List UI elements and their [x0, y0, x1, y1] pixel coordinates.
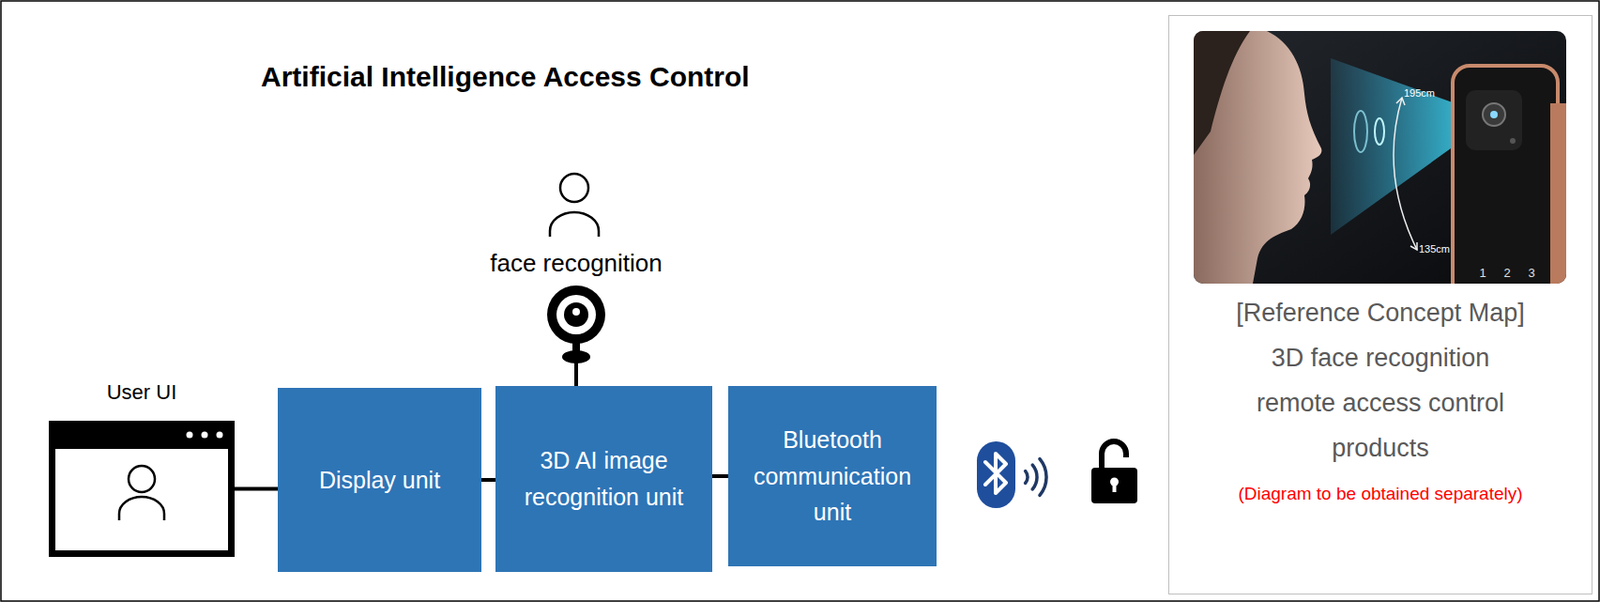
caption-text: 3D face recognition remote access contro…	[1239, 335, 1522, 471]
keypad-digit: 1	[1475, 265, 1491, 281]
note-text: (Diagram to be obtained separately)	[1169, 479, 1592, 508]
reference-photo	[1550, 103, 1567, 284]
padlock-icon	[1091, 467, 1138, 503]
keypad-digit: 2	[1499, 265, 1515, 281]
person-icon	[560, 173, 589, 202]
reference-photo	[1393, 97, 1418, 250]
process-box: Display unit	[277, 387, 482, 572]
reference-photo	[1193, 30, 1322, 284]
reference-photo	[1410, 242, 1418, 250]
reference-photo	[1509, 137, 1516, 144]
diagram-title: Artificial Intelligence Access Control	[260, 60, 750, 94]
ui-window-shape	[48, 420, 235, 449]
camera-icon	[556, 294, 596, 335]
node-label: 3D AI image recognition unit	[506, 441, 701, 516]
reference-photo	[1193, 30, 1567, 284]
reference-photo	[1465, 90, 1523, 151]
connector-line	[712, 473, 729, 478]
padlock-icon	[1101, 441, 1127, 470]
camera-icon	[547, 285, 606, 386]
bluetooth-symbol	[976, 441, 1016, 508]
reference-photo	[1354, 110, 1368, 153]
reference-photo	[1482, 103, 1506, 126]
reference-photo	[1396, 97, 1405, 106]
node-text-group: Bluetooth communication unit	[739, 421, 926, 531]
node-text-group: 3D AI image recognition unit	[506, 441, 701, 516]
reference-photo	[1374, 118, 1385, 145]
node-label: Display unit	[289, 461, 471, 499]
reference-photo	[1490, 110, 1498, 119]
person-icon	[549, 173, 599, 237]
camera-icon	[547, 285, 606, 344]
connector-line	[481, 477, 496, 482]
node-label: Bluetooth communication unit	[739, 421, 926, 531]
camera-icon	[572, 307, 580, 316]
signal-waves	[1039, 458, 1047, 496]
node-text-group: Display unit	[289, 461, 471, 499]
ui-window-shape	[119, 496, 165, 520]
signal-waves	[1025, 471, 1028, 484]
bluetooth-symbol	[985, 453, 1006, 493]
process-box: Bluetooth communication unit	[728, 385, 937, 566]
ui-window-shape	[48, 420, 235, 557]
padlock-icon	[1091, 441, 1138, 503]
signal-waves	[1032, 464, 1037, 489]
reference-photo	[1193, 30, 1250, 155]
signal-waves	[1025, 458, 1047, 496]
reference-panel: [Reference Concept Map]3D face recogniti…	[1168, 15, 1593, 595]
person-icon	[549, 212, 599, 237]
keypad-digit: 3	[1523, 265, 1540, 281]
node-label: User UI	[20, 377, 263, 408]
ui-window-shape	[186, 431, 194, 439]
dimension-label: 135cm	[1418, 242, 1466, 256]
padlock-icon	[1112, 482, 1117, 492]
connector-line	[234, 487, 278, 491]
node-text-group: User UI	[20, 377, 263, 408]
bluetooth-symbol	[976, 441, 1016, 508]
camera-icon	[563, 302, 589, 327]
ui-window-shape	[201, 431, 209, 439]
ui-window-icon: User UI	[48, 420, 235, 557]
ui-window-shape	[128, 465, 155, 492]
dimension-label: 195cm	[1403, 86, 1451, 100]
node-text-group: [Reference Concept Map]3D face recogniti…	[1169, 289, 1592, 508]
ui-window-shape	[216, 431, 224, 439]
process-box: 3D AI image recognition unit	[495, 385, 713, 572]
caption-text: [Reference Concept Map]	[1169, 289, 1592, 336]
reference-photo	[1452, 65, 1558, 284]
camera-label: face recognition	[435, 247, 717, 278]
